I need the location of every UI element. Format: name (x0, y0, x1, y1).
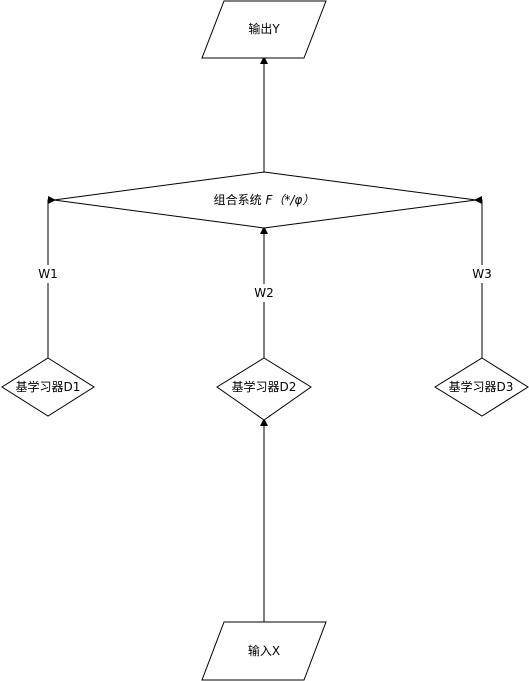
combine-label-prefix: 组合系统 (214, 192, 266, 207)
weight-label-w2: W2 (254, 286, 274, 300)
edge-learner3-to-combine (474, 196, 483, 358)
learner-node-d1 (1, 357, 95, 417)
output-label: 输出Y (248, 21, 280, 36)
weight-w1-bg (34, 265, 62, 283)
input-node (201, 621, 327, 681)
weight-w3-bg (468, 265, 496, 283)
combine-label-formula: F（*/φ） (265, 193, 314, 207)
input-label: 输入X (248, 643, 280, 658)
combine-node (53, 171, 477, 229)
learner-label-d3: 基学习器D3 (449, 379, 514, 394)
learner-label-d1: 基学习器D1 (16, 379, 81, 394)
weight-label-w3: W3 (472, 267, 492, 281)
combine-label: 组合系统 F（*/φ） (214, 192, 315, 207)
edge-learner1-to-combine (47, 196, 56, 358)
learner-node-d3 (434, 357, 529, 417)
weight-w2-bg (250, 284, 278, 302)
output-node (201, 0, 327, 59)
weight-label-w1: W1 (38, 267, 58, 281)
learner-label-d2: 基学习器D2 (232, 379, 297, 394)
learner-node-d2 (216, 357, 312, 421)
